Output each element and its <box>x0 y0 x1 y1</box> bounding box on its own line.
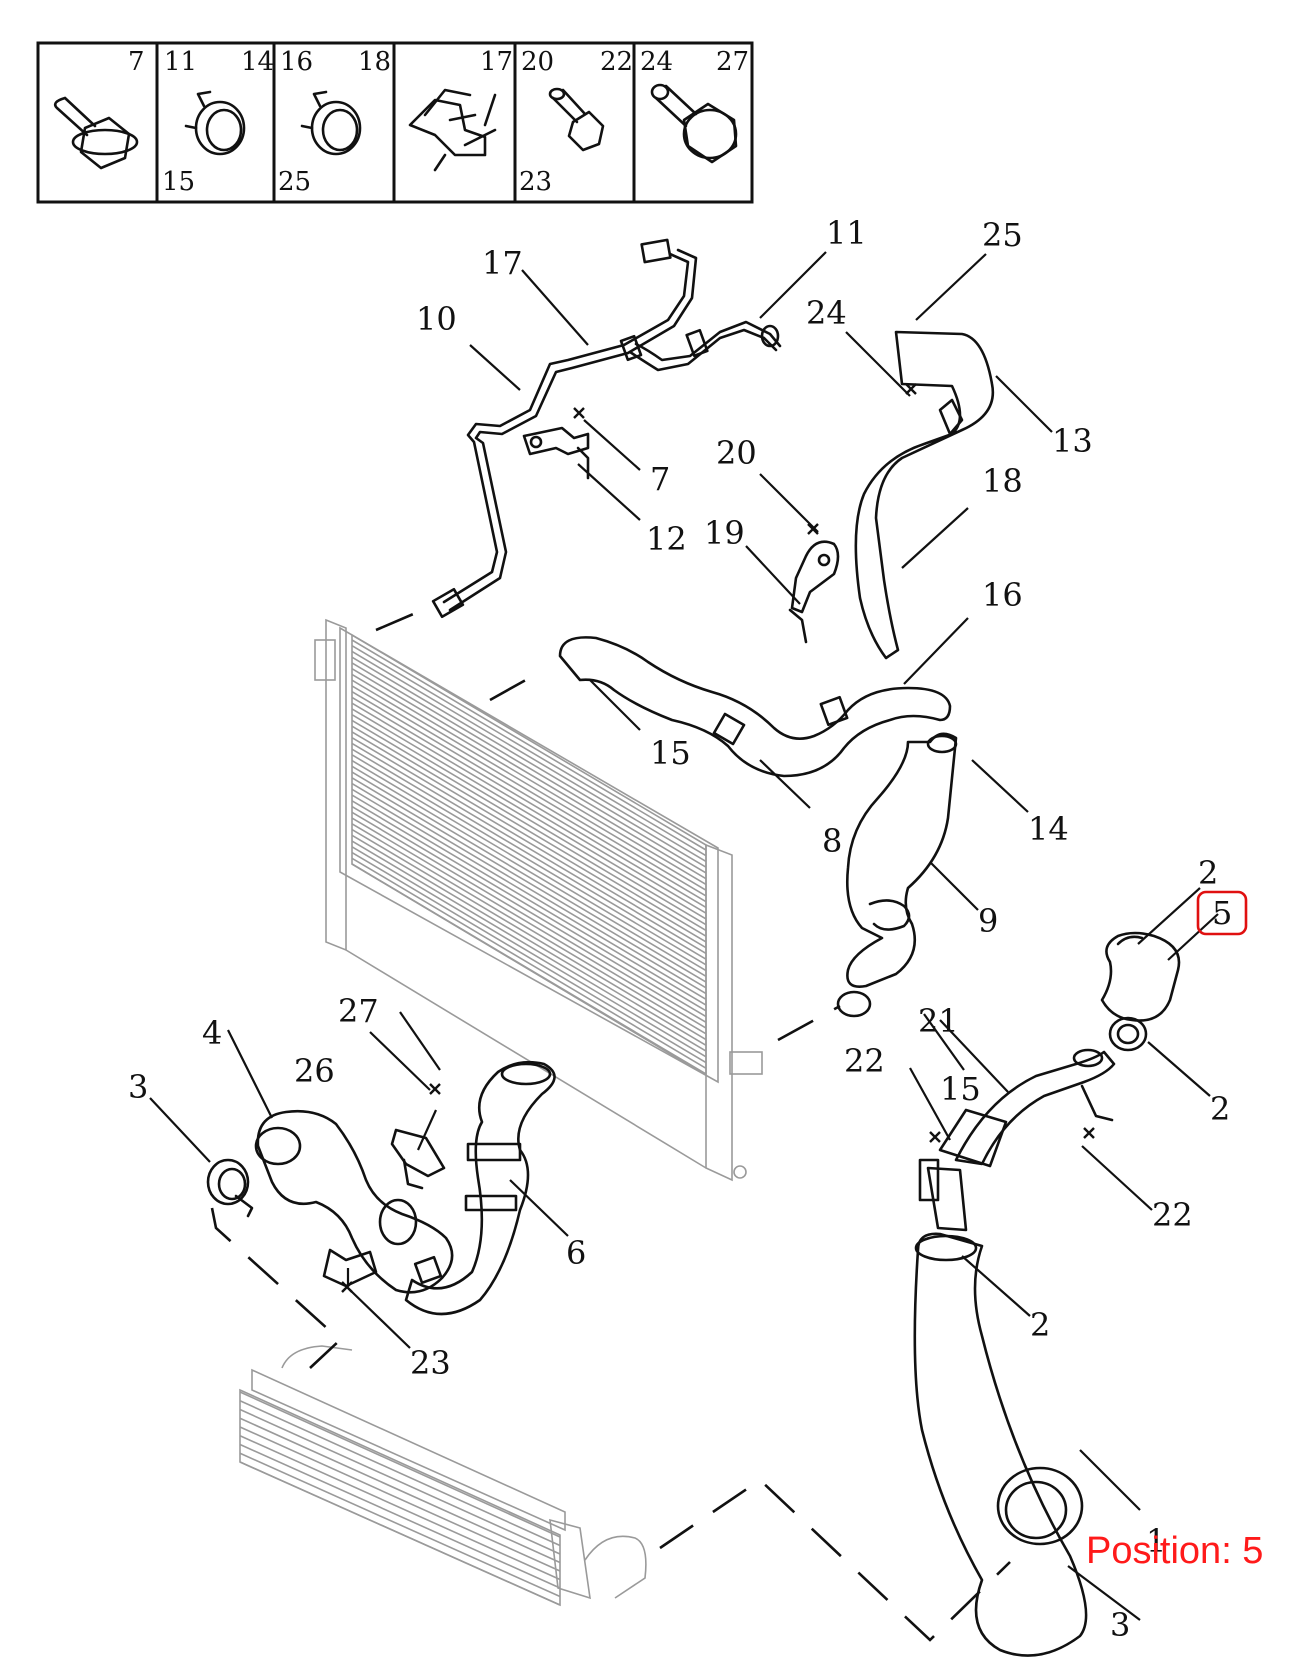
legend-cell-3-top-left: 16 <box>280 47 313 77</box>
legend-cell-3-bottom-left: 25 <box>278 167 311 197</box>
hose-clamp-icon <box>184 90 246 156</box>
legend-cell-2-top-left: 11 <box>164 47 197 77</box>
hose-clamp-icon <box>300 90 362 156</box>
callout-1: 1 <box>1146 1522 1166 1560</box>
callout-17: 17 <box>482 244 523 282</box>
part-10-bypass-pipe <box>431 238 782 619</box>
part-6-hose <box>404 1060 556 1316</box>
callout-10: 10 <box>416 300 457 338</box>
part-19-bracket <box>788 540 840 644</box>
part-21-pipe <box>918 1048 1116 1232</box>
callout-6: 6 <box>566 1234 586 1272</box>
callout-2-mid: 2 <box>1210 1090 1230 1128</box>
legend-cell-5-bottom-left: 23 <box>519 167 552 197</box>
leader-lines <box>149 251 1219 1621</box>
radiator-ghost <box>314 618 763 1182</box>
flange-bolt-icon <box>53 96 139 170</box>
legend-cell-2-bottom-left: 15 <box>162 167 195 197</box>
callout-22-right: 22 <box>1152 1196 1193 1234</box>
legend-cell-5-top-left: 20 <box>521 47 554 77</box>
legend-cell-5-top-right: 22 <box>600 47 633 77</box>
callout-11: 11 <box>826 214 867 252</box>
legend-cell-4-top-right: 17 <box>480 47 513 77</box>
callout-15-lower: 15 <box>940 1070 981 1108</box>
callout-15-upper: 15 <box>650 734 691 772</box>
part-1-hose <box>913 1232 1088 1657</box>
part-8-hose <box>558 636 952 778</box>
callout-12: 12 <box>646 520 687 558</box>
part-4-hose <box>254 1109 454 1294</box>
hex-bolt-icon <box>650 83 738 164</box>
callout-7: 7 <box>650 460 670 498</box>
callout-13: 13 <box>1052 422 1093 460</box>
callout-2-bottom: 2 <box>1030 1306 1050 1344</box>
intercooler-ghost <box>239 1345 647 1607</box>
callout-3-bottom: 3 <box>1110 1606 1130 1644</box>
legend-cell-2-top-right: 14 <box>241 47 274 77</box>
callout-20: 20 <box>716 434 757 472</box>
callout-26: 26 <box>294 1052 335 1090</box>
callout-9: 9 <box>978 902 998 940</box>
position-label: Position: 5 <box>1086 1530 1264 1572</box>
part-12-bracket <box>522 426 590 480</box>
callout-23: 23 <box>410 1344 451 1382</box>
callout-24: 24 <box>806 294 847 332</box>
part-3-clamp <box>206 1158 254 1218</box>
callout-3-left: 3 <box>128 1068 148 1106</box>
intercooler-fins <box>239 1391 561 1606</box>
callout-22-left: 22 <box>844 1042 885 1080</box>
callout-5-highlight: 5 <box>1196 890 1248 936</box>
assembly-guides <box>210 610 1011 1642</box>
callout-8: 8 <box>822 822 842 860</box>
callout-21: 21 <box>918 1002 959 1040</box>
callout-25: 25 <box>982 216 1023 254</box>
callout-14: 14 <box>1028 810 1069 848</box>
radiator-fins <box>351 639 707 1075</box>
callout-labels: 10 17 11 25 24 13 7 12 20 19 18 16 15 8 … <box>128 214 1248 1644</box>
fastener-markers <box>341 383 1095 1293</box>
legend-cell-1-top-right: 7 <box>128 47 145 77</box>
part-26-sensor <box>390 1128 446 1190</box>
legend-cell-6-top-left: 24 <box>640 47 673 77</box>
callout-4: 4 <box>202 1014 222 1052</box>
part-5-hose <box>1100 931 1181 1052</box>
pipe-clip-icon <box>408 88 497 172</box>
callout-18: 18 <box>982 462 1023 500</box>
fastener-legend: 7 11 14 15 16 18 25 17 <box>36 41 754 204</box>
legend-cell-3-top-right: 18 <box>358 47 391 77</box>
part-9-hose <box>836 732 958 1018</box>
callout-2-top: 2 <box>1198 854 1218 892</box>
callout-16: 16 <box>982 576 1023 614</box>
stud-bolt-icon <box>548 87 605 152</box>
callout-27: 27 <box>338 992 379 1030</box>
legend-cell-6-top-right: 27 <box>716 47 749 77</box>
callout-5: 5 <box>1212 894 1232 932</box>
part-13-hose <box>854 330 995 660</box>
callout-19: 19 <box>704 514 745 552</box>
